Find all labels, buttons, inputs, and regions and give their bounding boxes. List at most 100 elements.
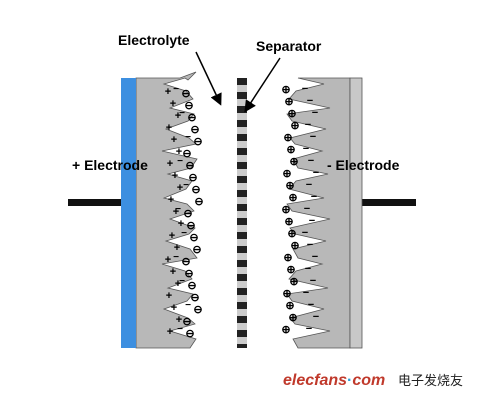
anion-symbol: ⊖ [186, 220, 195, 232]
anion-symbol: ⊖ [187, 112, 196, 124]
watermark-prefix: elec [283, 372, 314, 389]
anion-symbol: ⊖ [188, 172, 197, 184]
minus-charge: − [309, 215, 315, 227]
minus-charge: − [302, 227, 308, 239]
minus-charge: − [183, 180, 189, 191]
separator-segment [237, 197, 247, 204]
minus-charge: − [308, 155, 314, 167]
minus-charge: − [181, 228, 187, 239]
anion-symbol: ⊖ [182, 316, 191, 328]
separator-segment [237, 316, 247, 323]
plus-charge: + [165, 254, 171, 266]
anion-symbol: ⊖ [190, 292, 199, 304]
separator-segment [237, 78, 247, 85]
cation-symbol: ⊕ [286, 144, 295, 156]
separator-segment [237, 155, 247, 162]
cation-symbol: ⊕ [282, 288, 291, 300]
cation-symbol: ⊕ [289, 156, 298, 168]
plus-charge: + [169, 230, 175, 242]
minus-charge: − [307, 239, 313, 251]
cation-symbol: ⊕ [285, 180, 294, 192]
cation-symbol: ⊕ [284, 96, 293, 108]
plus-charge: + [175, 110, 181, 122]
separator-segment [237, 253, 247, 260]
separator [237, 78, 247, 348]
minus-charge: − [303, 287, 309, 299]
separator-segment [237, 85, 247, 92]
watermark-suffix: com [352, 372, 385, 389]
cation-symbol: ⊕ [281, 324, 290, 336]
anion-symbol: ⊖ [191, 184, 200, 196]
minus-charge: − [305, 119, 311, 131]
anion-symbol: ⊖ [187, 280, 196, 292]
anion-symbol: ⊖ [192, 244, 201, 256]
cation-symbol: ⊕ [281, 204, 290, 216]
minus-charge: − [173, 252, 179, 263]
cation-symbol: ⊕ [288, 312, 297, 324]
plus-charge: + [167, 326, 173, 338]
minus-charge: − [304, 203, 310, 215]
positive-side-charges: +⊖−+⊖+⊖−+⊖+⊖−+⊖+⊖−+⊖+⊖−+⊖+⊖−+⊖+⊖−+⊖+⊖−+⊖… [165, 84, 204, 340]
electrolyte-label: Electrolyte [118, 32, 190, 48]
cation-symbol: ⊕ [286, 264, 295, 276]
separator-segment [237, 267, 247, 274]
cation-symbol: ⊕ [290, 240, 299, 252]
minus-charge: − [310, 275, 316, 287]
anion-symbol: ⊖ [184, 268, 193, 280]
separator-segment [237, 183, 247, 190]
separator-segment [237, 337, 247, 344]
negative-electrode [286, 77, 363, 349]
minus-charge: − [306, 323, 312, 335]
separator-segment [237, 302, 247, 309]
plus-charge: + [174, 242, 180, 254]
negative-side-charges: ⊕−⊕−⊕−⊕−⊕−⊕−⊕−⊕−⊕−⊕−⊕−⊕−⊕−⊕−⊕−⊕−⊕−⊕−⊕−⊕−… [281, 83, 319, 336]
plus-charge: + [165, 86, 171, 98]
cation-symbol: ⊕ [289, 276, 298, 288]
negative-current-collector [349, 77, 363, 349]
minus-charge: − [179, 276, 185, 287]
minus-charge: − [313, 311, 319, 323]
separator-segment [237, 232, 247, 239]
positive-electrode [121, 71, 198, 349]
cation-symbol: ⊕ [287, 228, 296, 240]
plus-charge: + [166, 290, 172, 302]
plus-charge: + [176, 146, 182, 158]
svg-text:elecfans·com: elecfans·com [283, 372, 385, 389]
positive-electrode-label: + Electrode [72, 157, 148, 173]
plus-charge: + [171, 302, 177, 314]
minus-charge: − [311, 191, 317, 203]
minus-charge: − [307, 95, 313, 107]
minus-charge: − [305, 263, 311, 275]
minus-charge: − [302, 83, 308, 95]
cation-symbol: ⊕ [288, 192, 297, 204]
cation-symbol: ⊕ [287, 108, 296, 120]
separator-segment [237, 176, 247, 183]
plus-charge: + [170, 266, 176, 278]
separator-segment [237, 239, 247, 246]
plus-charge: + [170, 98, 176, 110]
separator-segment [237, 169, 247, 176]
plus-charge: + [173, 206, 179, 218]
separator-segment [237, 204, 247, 211]
separator-segment [237, 260, 247, 267]
separator-segment [237, 225, 247, 232]
minus-charge: − [173, 84, 179, 95]
separator-segment [237, 92, 247, 99]
minus-charge: − [312, 251, 318, 263]
anion-symbol: ⊖ [194, 196, 203, 208]
separator-segment [237, 323, 247, 330]
minus-charge: − [310, 131, 316, 143]
separator-segment [237, 190, 247, 197]
minus-charge: − [177, 324, 183, 335]
minus-charge: − [179, 108, 185, 119]
anion-symbol: ⊖ [193, 304, 202, 316]
plus-charge: + [167, 158, 173, 170]
separator-segment [237, 288, 247, 295]
cation-symbol: ⊕ [285, 300, 294, 312]
separator-segment [237, 211, 247, 218]
separator-segment [237, 127, 247, 134]
positive-current-collector [121, 78, 136, 348]
separator-segment [237, 120, 247, 127]
separator-label: Separator [256, 38, 322, 54]
